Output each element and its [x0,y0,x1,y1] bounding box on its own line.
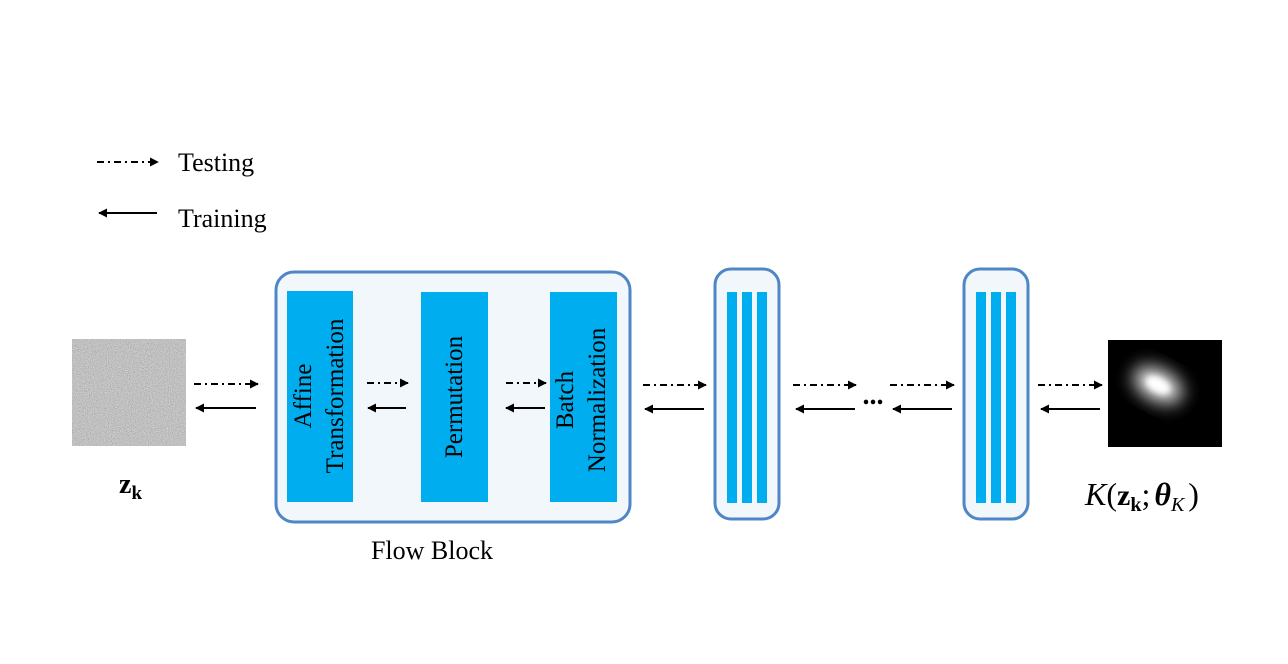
batch-line1: Batch [552,370,579,429]
ellipsis: ... [863,380,884,411]
permutation-layer [421,292,488,502]
output-label: K(zk;θK) [1084,476,1199,516]
affine-line2: Transformation [322,318,349,473]
training-label: Training [178,204,267,233]
affine-line1: Affine [290,364,317,429]
testing-label: Testing [178,148,254,177]
affine-transformation-layer [287,291,353,502]
flow-block-caption: Flow Block [371,536,493,565]
input-noise-image [72,339,186,446]
legend: Testing Training [97,148,267,233]
output-kernel-image [1108,340,1222,447]
flow-block: Affine Transformation Permutation Batch … [274,270,632,524]
batch-line2: Normalization [584,327,611,472]
flow-block-compact [962,267,1030,521]
batch-normalization-layer [550,292,617,502]
permutation-label: Permutation [441,335,468,458]
flow-block-compact [713,267,781,521]
input-label: zk [119,469,142,504]
